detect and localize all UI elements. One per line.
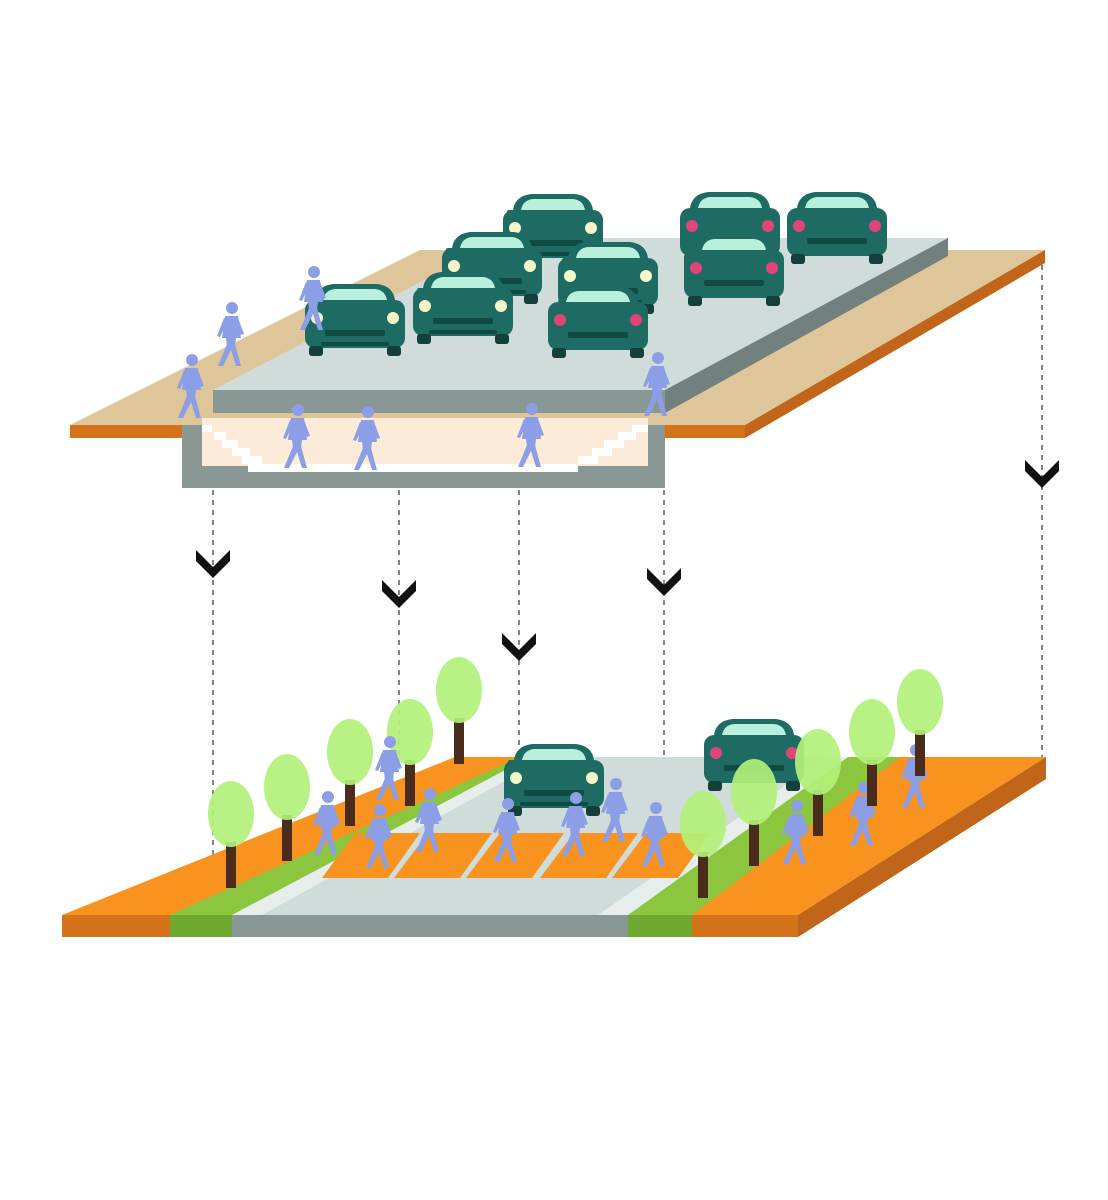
stairs-left (202, 425, 262, 464)
stairs-right (578, 425, 648, 464)
upper-street-slab (70, 238, 1045, 488)
transition-arrows (196, 460, 1059, 661)
